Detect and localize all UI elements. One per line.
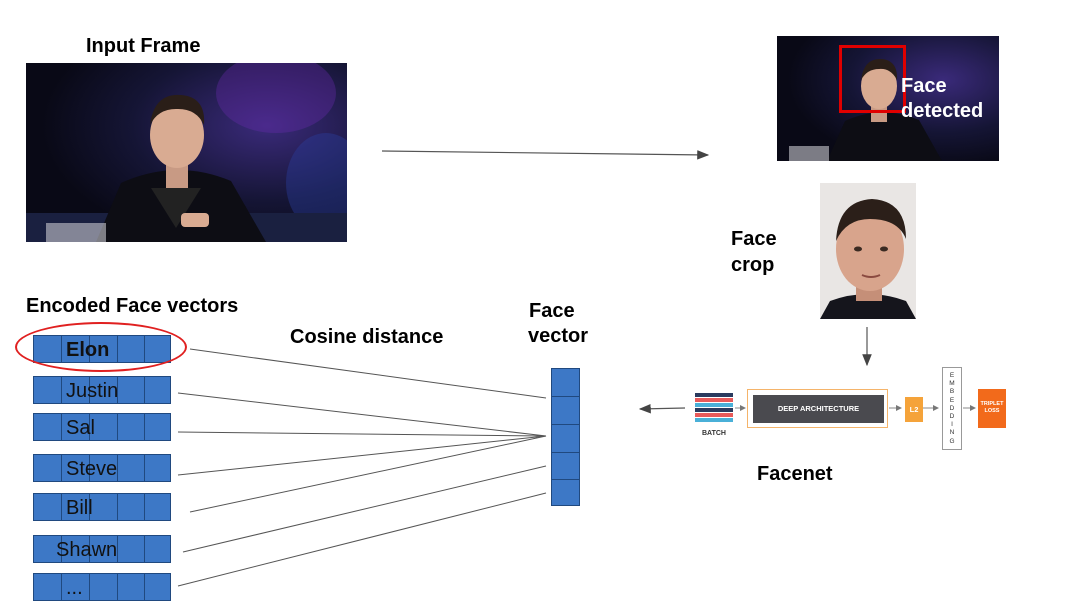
face-vector-label-line1: Face <box>529 300 575 322</box>
face-detection-box <box>839 45 906 113</box>
encoded-vector-row: Steve <box>33 454 171 482</box>
face-detected-label-line1: Face <box>901 75 947 97</box>
embedding-letter: I <box>951 421 953 429</box>
embedding-letter: B <box>949 388 955 396</box>
input-frame-image <box>26 63 347 242</box>
l2-label: L2 <box>909 405 919 414</box>
vector-name-label: Shawn <box>56 539 118 561</box>
face-vector-label-line2: vector <box>528 325 589 347</box>
vector-name-label: ... <box>66 577 83 599</box>
embedding-letter: D <box>949 404 955 412</box>
embedding-letter: M <box>949 380 955 388</box>
match-highlight-ellipse <box>15 322 187 372</box>
embedding-letter: E <box>949 396 955 404</box>
face-detected-label-line2: detected <box>901 100 984 122</box>
encoded-vectors-label: Encoded Face vectors <box>26 295 239 317</box>
facenet-deep-architecture-box: DEEP ARCHITECTURE <box>753 395 884 423</box>
embedding-letter: G <box>949 437 955 445</box>
facenet-label: Facenet <box>757 463 833 485</box>
facenet-l2-box: L2 <box>905 397 923 422</box>
input-frame-label: Input Frame <box>86 35 201 57</box>
facenet-triplet-loss-box: TRIPLET LOSS <box>978 389 1006 428</box>
encoded-vector-row: Sal <box>33 413 171 441</box>
vector-name-label: Sal <box>66 417 95 439</box>
face-vector <box>551 368 580 506</box>
face-crop-image <box>820 183 916 319</box>
facenet-batch-stack <box>695 393 733 425</box>
encoded-vector-row: Shawn <box>33 535 171 563</box>
cosine-distance-label: Cosine distance <box>290 326 444 348</box>
vector-name-label: Bill <box>66 497 93 519</box>
face-crop-label-line2: crop <box>731 254 775 276</box>
embedding-letter: N <box>949 429 955 437</box>
face-crop-label-line1: Face <box>731 228 777 250</box>
embedding-letter: E <box>949 372 955 379</box>
encoded-vector-row: ... <box>33 573 171 601</box>
face-detected-image <box>777 36 999 161</box>
deep-architecture-label: DEEP ARCHITECTURE <box>777 404 860 413</box>
triplet-label: TRIPLET <box>980 401 1004 407</box>
loss-label: LOSS <box>984 408 1000 414</box>
embedding-letter: D <box>949 413 955 421</box>
encoded-vector-row: Justin <box>33 376 171 404</box>
vector-name-label: Justin <box>66 380 119 402</box>
facenet-embedding-box: E M B E D D I N G <box>942 367 962 450</box>
vector-name-label: Steve <box>66 458 118 480</box>
facenet-batch-label: BATCH <box>702 430 726 437</box>
encoded-vector-row: Bill <box>33 493 171 521</box>
